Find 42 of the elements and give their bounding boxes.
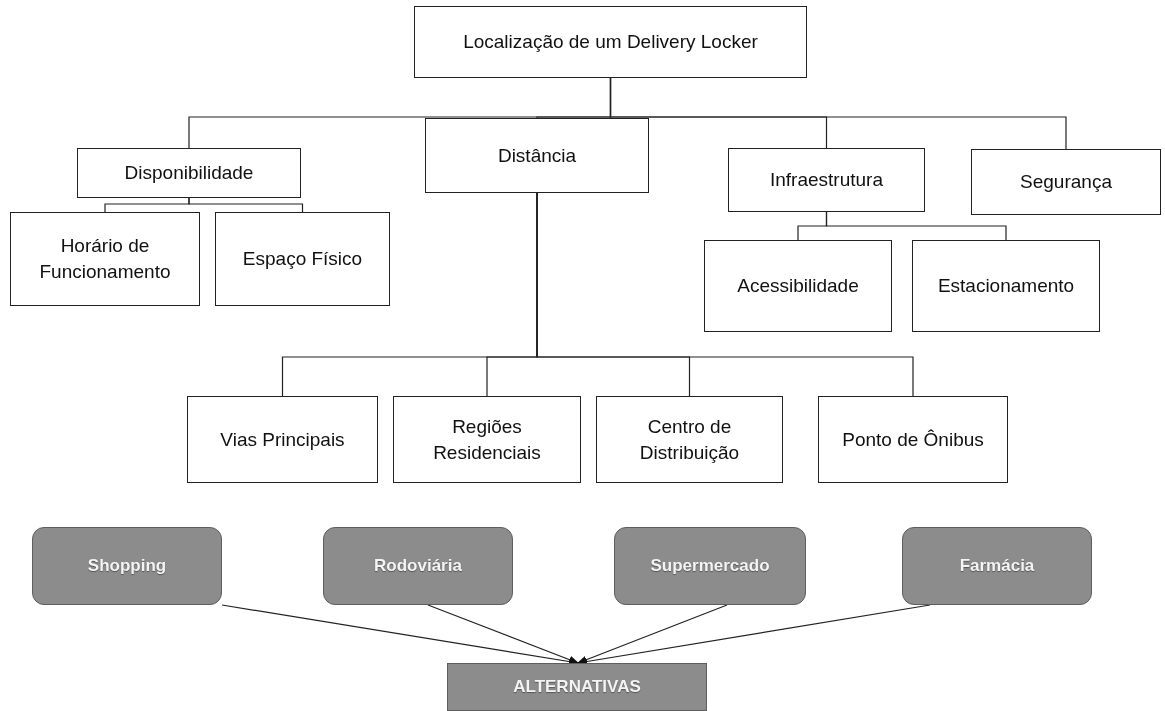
arrow	[577, 604, 728, 664]
category-box	[425, 118, 649, 193]
category-box	[414, 6, 807, 78]
box-label: Segurança	[1020, 170, 1112, 195]
category-box	[10, 212, 200, 306]
box-label: Localização de um Delivery Locker	[463, 30, 758, 55]
box-label: Distância	[497, 143, 577, 168]
box-label: ALTERNATIVAS	[513, 677, 641, 697]
arrow	[427, 604, 579, 664]
box-label: Shopping	[87, 556, 167, 576]
category-box	[728, 148, 925, 212]
connector-line	[536, 192, 914, 397]
box-label: Infraestrutura	[770, 168, 883, 193]
category-box	[187, 396, 378, 483]
option-box	[323, 527, 513, 605]
category-box	[704, 240, 892, 332]
box-label: Rodoviária	[374, 556, 462, 576]
box-label: Vias Principais	[220, 427, 345, 452]
option-box	[902, 527, 1092, 605]
connector-line	[609, 77, 1067, 150]
option-box	[614, 527, 806, 605]
category-box	[912, 240, 1100, 332]
category-box	[818, 396, 1008, 483]
box-label: Acessibilidade	[737, 274, 859, 299]
box-label: Regiões Residenciais	[432, 414, 542, 465]
box-label: Farmácia	[959, 556, 1035, 576]
connector-line	[188, 197, 304, 213]
category-box	[215, 212, 390, 306]
option-box	[32, 527, 222, 605]
category-box	[77, 148, 301, 198]
result-box	[447, 663, 707, 711]
category-box	[596, 396, 783, 483]
category-box	[971, 149, 1161, 215]
connector-line	[825, 211, 1007, 241]
box-label: Centro de Distribuição	[638, 414, 741, 465]
box-label: Ponto de Ônibus	[842, 427, 984, 452]
box-label: Disponibilidade	[124, 161, 254, 186]
category-box	[393, 396, 581, 483]
box-label: Espaço Físico	[242, 247, 363, 272]
box-label: Estacionamento	[937, 274, 1075, 299]
box-label: Supermercado	[650, 556, 770, 576]
box-label: Horário de Funcionamento	[38, 234, 172, 284]
